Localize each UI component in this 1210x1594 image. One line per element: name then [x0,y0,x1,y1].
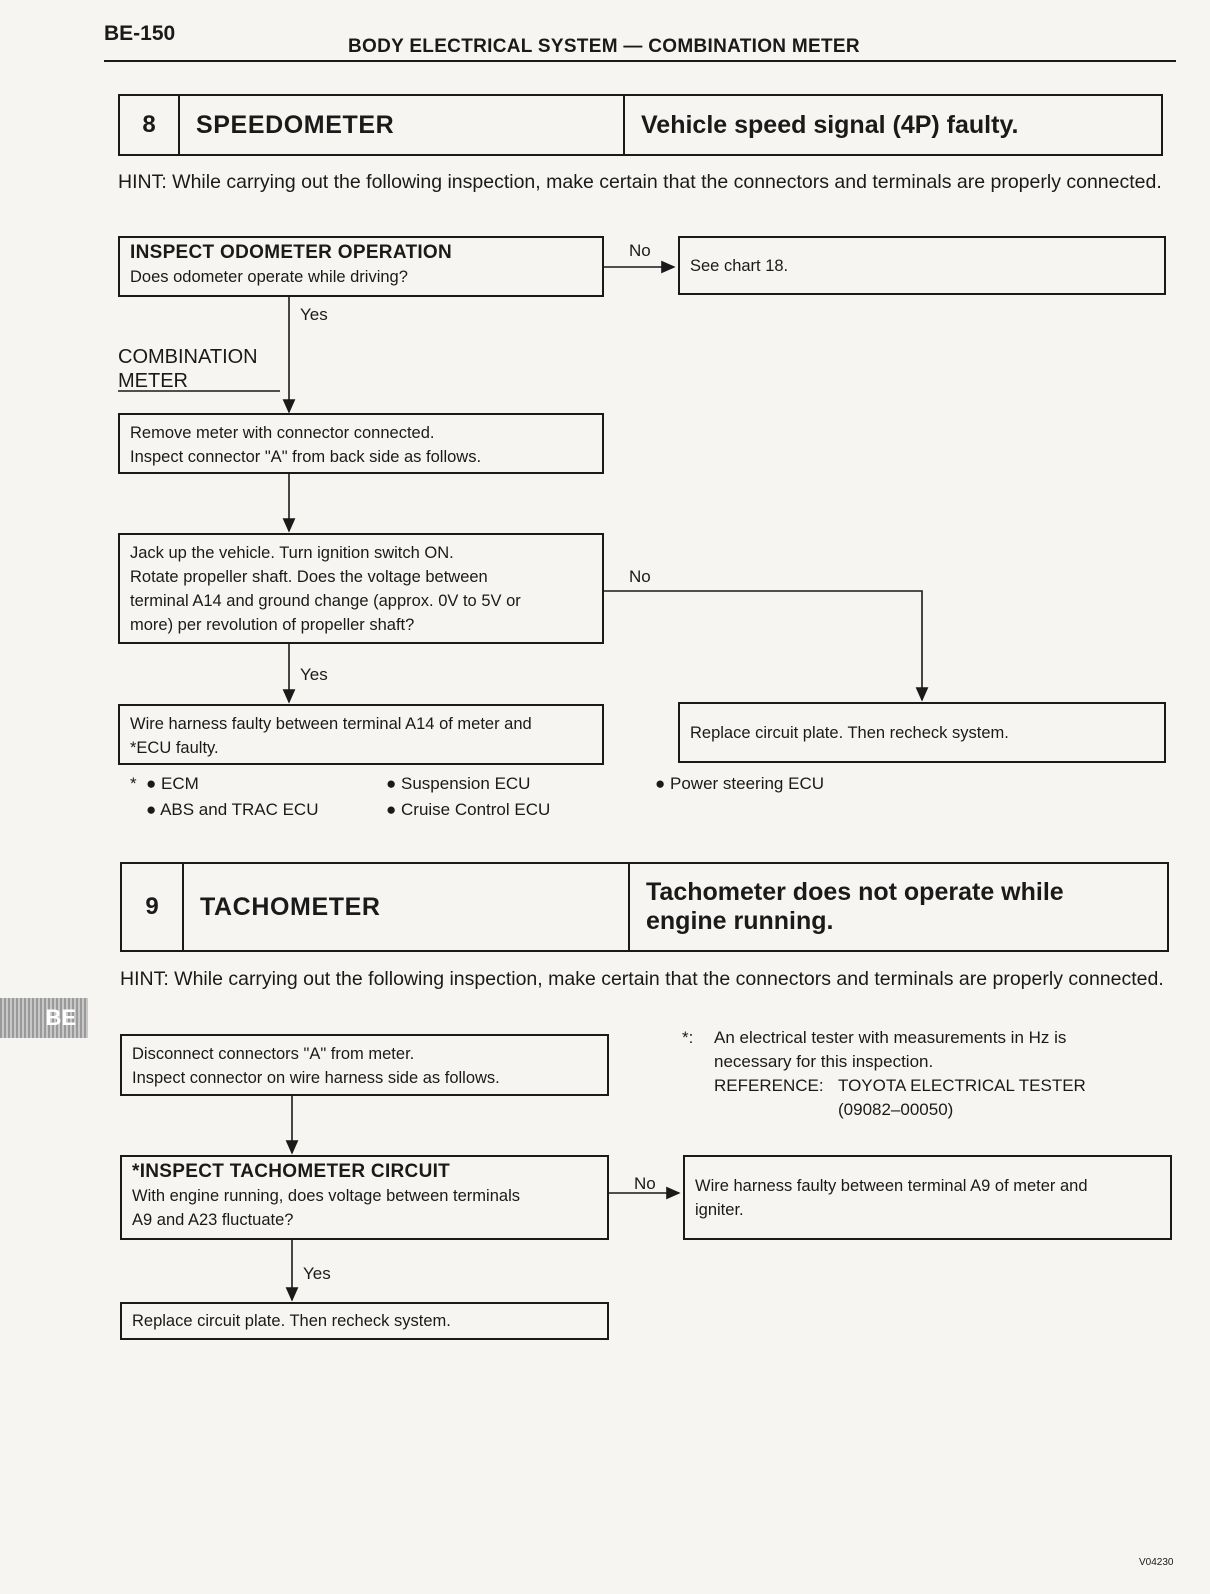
remove-meter-box: Remove meter with connector connected. I… [118,413,604,474]
remove-meter-line1: Remove meter with connector connected. [130,424,435,442]
yes-label: Yes [300,665,328,684]
ecu-ecm: ECM [161,774,199,793]
section-9-header: 9 TACHOMETER Tachometer does not operate… [120,862,1169,952]
section-tab-label: BE [45,1005,76,1030]
disconnect-box: Disconnect connectors "A" from meter. In… [120,1034,609,1096]
inspect-tach-box: *INSPECT TACHOMETER CIRCUIT With engine … [120,1155,609,1240]
section-9-number: 9 [122,864,184,950]
yes-label: Yes [303,1264,331,1283]
jack-up-line3: terminal A14 and ground change (approx. … [130,592,521,610]
section-9-symptom: Tachometer does not operate while engine… [630,864,1167,950]
jack-up-box: Jack up the vehicle. Turn ignition switc… [118,533,604,644]
ecu-suspension: Suspension ECU [401,774,531,793]
note-reference-value: TOYOTA ELECTRICAL TESTER [838,1076,1086,1095]
see-chart-text: See chart 18. [690,256,789,275]
wire-harness-line1: Wire harness faulty between terminal A14… [130,715,532,733]
disconnect-line1: Disconnect connectors "A" from meter. [132,1045,415,1063]
section-9-hint: HINT: While carrying out the following i… [120,968,1164,990]
header-rule [104,60,1176,62]
jack-up-line4: more) per revolution of propeller shaft? [130,616,415,634]
ecu-power-steering: Power steering ECU [670,774,825,793]
no-label: No [629,567,651,586]
wire-harness-line2: *ECU faulty. [130,739,219,757]
inspect-odometer-question: Does odometer operate while driving? [130,268,408,286]
inspect-odometer-box: INSPECT ODOMETER OPERATION Does odometer… [118,236,604,297]
section-9-symptom-line1: Tachometer does not operate while [646,878,1064,906]
inspect-tach-line1: With engine running, does voltage betwee… [132,1187,520,1205]
tach-wire-harness-line2: igniter. [695,1200,744,1219]
section-tab-be: BE [0,998,88,1038]
no-label: No [629,241,651,260]
tach-replace-plate-text: Replace circuit plate. Then recheck syst… [132,1312,451,1330]
yes-label: Yes [300,305,328,324]
tach-wire-harness-box: Wire harness faulty between terminal A9 … [683,1155,1172,1240]
ecu-cruise: Cruise Control ECU [401,800,551,819]
list-item: ● ABS and TRAC ECU [146,800,319,819]
note-marker: *: [682,1028,694,1047]
wire-harness-box: Wire harness faulty between terminal A14… [118,704,604,765]
section-8-number: 8 [120,96,180,154]
remove-meter-line2: Inspect connector "A" from back side as … [130,448,482,466]
note-reference-label: REFERENCE: [714,1076,824,1095]
list-item: ● ECM [146,774,199,793]
jack-up-line2: Rotate propeller shaft. Does the voltage… [130,568,488,586]
note-line2: necessary for this inspection. [714,1052,934,1071]
ecu-star: * [130,774,137,793]
inspect-tach-title: *INSPECT TACHOMETER CIRCUIT [132,1161,451,1182]
combination-meter-label: COMBINATION METER [118,345,258,393]
list-item: ● Suspension ECU [386,774,531,793]
note-line1: An electrical tester with measurements i… [714,1028,1067,1047]
section-8-hint: HINT: While carrying out the following i… [118,171,1162,193]
tach-replace-plate-box: Replace circuit plate. Then recheck syst… [120,1302,609,1340]
section-9-name: TACHOMETER [184,864,630,950]
list-item: ● Power steering ECU [655,774,825,793]
section-9-symptom-line2: engine running. [646,907,834,935]
inspect-odometer-title: INSPECT ODOMETER OPERATION [130,242,453,263]
ecu-abs-trac: ABS and TRAC ECU [160,800,319,819]
arrow-jack-no [604,590,929,702]
inspect-tach-line2: A9 and A23 fluctuate? [132,1211,294,1229]
no-label: No [634,1174,656,1193]
page-title: BODY ELECTRICAL SYSTEM — COMBINATION MET… [348,36,860,57]
tach-wire-harness-line1: Wire harness faulty between terminal A9 … [695,1176,1088,1195]
note-reference-code: (09082–00050) [838,1100,954,1119]
side-label-line1: COMBINATION [118,346,258,368]
section-8-symptom: Vehicle speed signal (4P) faulty. [641,110,1019,139]
replace-plate-text: Replace circuit plate. Then recheck syst… [690,723,1009,742]
list-item: ● Cruise Control ECU [386,800,551,819]
section-8-name: SPEEDOMETER [180,96,625,154]
jack-up-line1: Jack up the vehicle. Turn ignition switc… [130,544,454,562]
disconnect-line2: Inspect connector on wire harness side a… [132,1069,500,1087]
figure-code: V04230 [1139,1557,1174,1568]
see-chart-box: See chart 18. [678,236,1166,295]
section-8-header: 8 SPEEDOMETER Vehicle speed signal (4P) … [118,94,1163,156]
side-label-line2: METER [118,370,188,392]
replace-plate-box: Replace circuit plate. Then recheck syst… [678,702,1166,763]
tester-note: *: An electrical tester with measurement… [682,1026,1172,1122]
page-number: BE-150 [104,22,176,45]
